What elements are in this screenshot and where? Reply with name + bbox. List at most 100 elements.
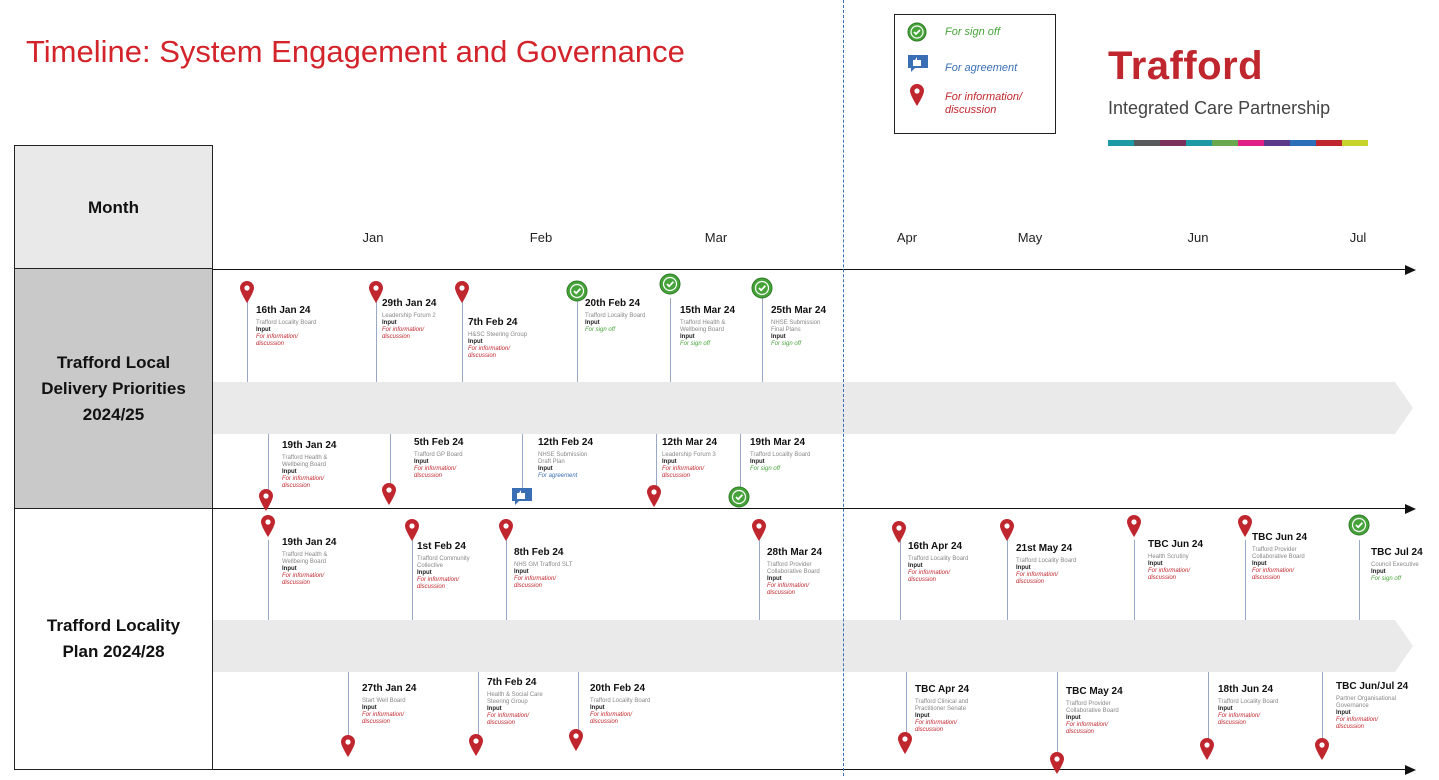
event-meeting-name: NHS GM Trafford SLT <box>514 562 573 568</box>
event-stem <box>759 540 760 620</box>
map-pin-icon <box>568 728 584 757</box>
event-input-label: Input <box>282 566 297 572</box>
event-stem <box>268 434 269 494</box>
month-header-label: Month <box>88 197 139 217</box>
event-meeting-name: Start Well Board <box>362 698 406 704</box>
event-input-label: Input <box>487 706 502 712</box>
event-stem <box>506 540 507 620</box>
timeline-axis-middle <box>213 508 1409 509</box>
check-icon <box>1348 514 1370 541</box>
map-pin-icon <box>1126 514 1142 543</box>
event-meeting-name: Trafford GP Board <box>414 452 463 458</box>
event-stem <box>1057 672 1058 760</box>
check-icon <box>751 277 773 304</box>
map-pin-icon <box>909 83 925 112</box>
row-label-text: Trafford Local Delivery Priorities 2024/… <box>41 353 186 424</box>
event-date: 28th Mar 24 <box>767 547 823 558</box>
event-date: 8th Feb 24 <box>514 547 564 558</box>
event-date: 19th Jan 24 <box>282 537 337 548</box>
event-status: For information/ discussion <box>662 466 705 479</box>
event-input-label: Input <box>538 466 553 472</box>
event-date: TBC Jul 24 <box>1371 547 1423 558</box>
event-status: For information/ discussion <box>590 712 633 725</box>
event-date: 20th Feb 24 <box>590 683 646 694</box>
event-status: For information/ discussion <box>514 576 557 589</box>
event-stem <box>577 298 578 382</box>
check-icon <box>659 273 681 300</box>
event-meeting-name: Trafford Locality Board <box>256 320 317 326</box>
event-stem <box>1007 540 1008 620</box>
event-status: For sign off <box>750 466 781 472</box>
event-date: 15th Mar 24 <box>680 305 736 316</box>
event-meeting-name: Trafford Health & Wellbeing Board <box>282 455 328 468</box>
event-meeting-name: Council Executive <box>1371 562 1419 568</box>
map-pin-icon <box>646 484 662 513</box>
map-pin-icon <box>498 518 514 547</box>
event-stem <box>376 298 377 382</box>
event-date: 29th Jan 24 <box>382 298 437 309</box>
axis-arrowhead <box>1405 504 1416 514</box>
event-date: 21st May 24 <box>1016 543 1073 554</box>
map-pin-icon <box>340 734 356 763</box>
event-status: For information/ discussion <box>1336 717 1379 730</box>
event-meeting-name: Trafford Clinical and Practitioner Senat… <box>915 699 969 712</box>
event-stem <box>348 672 349 740</box>
event-date: 19th Mar 24 <box>750 437 806 448</box>
legend-label-information: For information/ discussion <box>945 91 1023 116</box>
event-status: For information/ discussion <box>487 713 530 726</box>
event-input-label: Input <box>1336 710 1351 716</box>
legend-label-signoff: For sign off <box>945 26 1001 38</box>
map-pin-icon <box>454 280 470 309</box>
event-stem <box>268 540 269 620</box>
map-pin-icon <box>891 520 907 549</box>
logo-subtitle: Integrated Care Partnership <box>1108 98 1331 118</box>
map-pin-icon <box>897 731 913 760</box>
event-meeting-name: Trafford Provider Collaborative Board <box>1066 701 1119 714</box>
logo-bar-segment <box>1212 140 1238 146</box>
event-status: For sign off <box>585 327 616 333</box>
map-pin-icon <box>751 518 767 547</box>
event-input-label: Input <box>1016 565 1031 571</box>
thumbs-up-icon <box>511 486 533 511</box>
event-input-label: Input <box>771 334 786 340</box>
timeline-axis-bottom <box>213 769 1409 770</box>
event-input-label: Input <box>1148 561 1163 567</box>
event-date: 5th Feb 24 <box>414 437 464 448</box>
map-pin-icon <box>1314 737 1330 766</box>
event-input-label: Input <box>590 705 605 711</box>
event-meeting-name: Trafford Locality Board <box>1218 699 1279 705</box>
event-meeting-name: NHSE Submission Draft Plan <box>538 452 588 465</box>
event-date: 19th Jan 24 <box>282 440 337 451</box>
timeline-band-delivery <box>213 382 1413 434</box>
legend-label-agreement: For agreement <box>945 62 1018 74</box>
event-date: 16th Apr 24 <box>908 541 963 552</box>
event-input-label: Input <box>908 563 923 569</box>
map-pin-icon <box>258 488 274 517</box>
event-input-label: Input <box>680 334 695 340</box>
logo-bar-segment <box>1186 140 1212 146</box>
event-status: For sign off <box>771 341 802 347</box>
event-stem <box>1208 672 1209 740</box>
event-meeting-name: Health & Social Care Steering Group <box>487 692 543 705</box>
event-meeting-name: H&SC Steering Group <box>468 332 528 338</box>
event-card: 19th Jan 24 Trafford Health & Wellbeing B… <box>282 440 382 490</box>
check-icon <box>907 22 927 47</box>
event-stem <box>670 298 671 382</box>
event-date: 1st Feb 24 <box>417 541 466 552</box>
event-stem <box>1245 540 1246 620</box>
month-header: Month <box>14 145 213 270</box>
map-pin-icon <box>1237 514 1253 543</box>
